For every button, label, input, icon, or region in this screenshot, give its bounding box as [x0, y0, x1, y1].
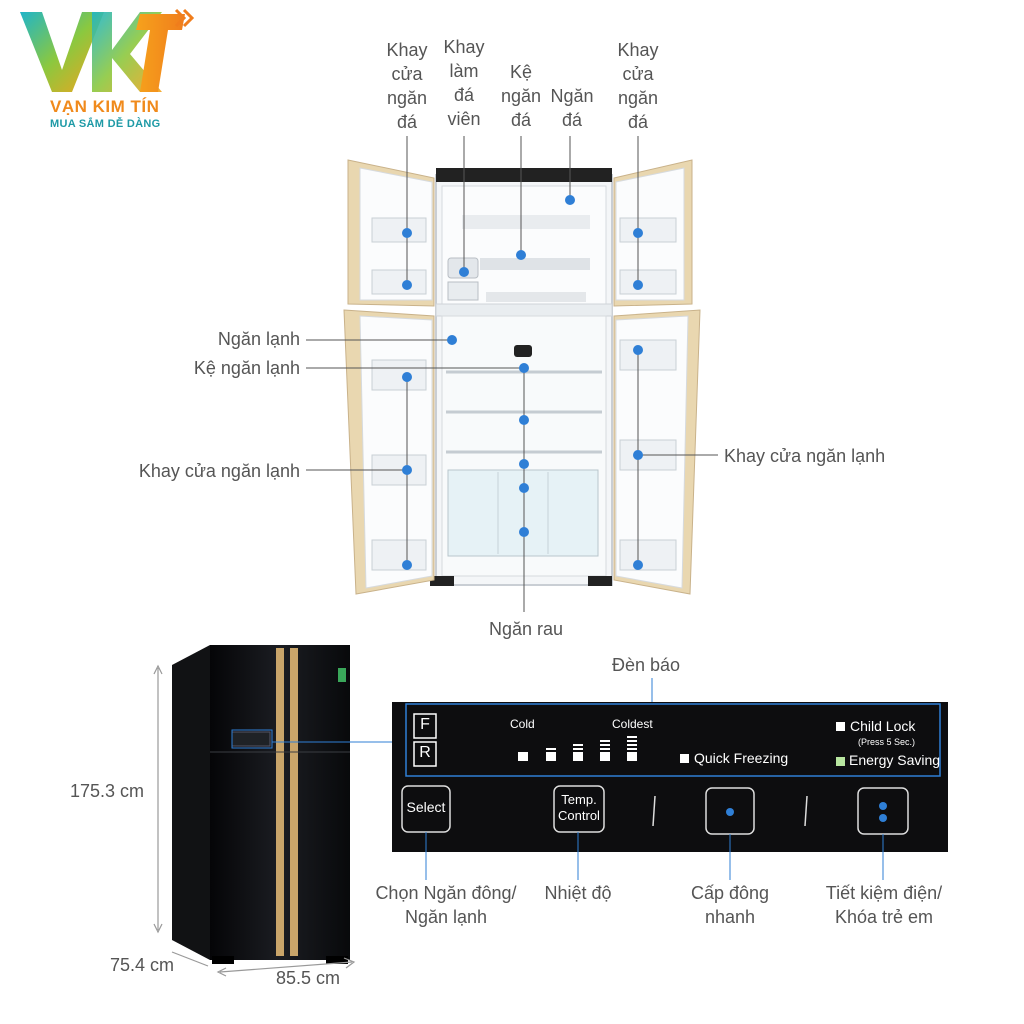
label-energy-child-lock: Tiết kiệm điện/ Khóa trẻ em: [825, 883, 943, 927]
brand-tagline: MUA SẮM DỄ DÀNG: [50, 118, 161, 130]
marker-dot: [633, 560, 643, 570]
marker-dot: [402, 465, 412, 475]
marker-dot: [402, 280, 412, 290]
label-fridge-door-tray-left: Khay cửa ngăn lạnh: [138, 461, 300, 481]
marker-dot: [633, 345, 643, 355]
marker-dot: [459, 267, 469, 277]
panel-quick-freezing-label: Quick Freezing: [694, 750, 789, 766]
marker-dot: [565, 195, 575, 205]
label-vegetable-drawer: Ngăn rau: [488, 619, 564, 639]
temp-control-line1: Temp.: [561, 792, 597, 807]
label-quick-freezing: Cấp đông nhanh: [690, 883, 770, 927]
panel-child-lock-label: Child Lock: [850, 718, 916, 734]
label-freezer-door-tray-right: Khay cửa ngăn đá: [617, 40, 659, 132]
label-fridge-door-tray-right: Khay cửa ngăn lạnh: [724, 446, 886, 466]
panel-fridge-indicator: R: [419, 744, 431, 761]
marker-dot: [516, 250, 526, 260]
marker-dot: [402, 560, 412, 570]
temp-control-line2: Control: [558, 808, 600, 823]
marker-dot: [633, 280, 643, 290]
brand-name: VẠN KIM TÍN: [50, 97, 160, 116]
temp-control-button[interactable]: Temp. Control: [554, 792, 604, 824]
panel-energy-saving-label: Energy Saving: [849, 752, 941, 768]
marker-dot: [402, 372, 412, 382]
dimension-height: 175.3 cm: [70, 781, 145, 801]
marker-dot: [447, 335, 457, 345]
marker-dot: [519, 527, 529, 537]
label-fridge: Ngăn lạnh: [217, 329, 300, 349]
panel-freezer-indicator: F: [420, 716, 430, 733]
panel-child-lock-note: (Press 5 Sec.): [858, 737, 916, 747]
marker-dot: [519, 415, 529, 425]
marker-dot: [519, 483, 529, 493]
label-freezer: Ngăn đá: [550, 86, 594, 130]
marker-dot: [633, 450, 643, 460]
label-freezer-door-tray-left: Khay cửa ngăn đá: [386, 40, 428, 132]
quick-freezing-button[interactable]: [706, 788, 754, 834]
panel-coldest-label: Coldest: [612, 717, 653, 731]
label-select-compartment: Chọn Ngăn đông/ Ngăn lạnh: [375, 883, 517, 927]
vkt-logo-icon: [20, 8, 195, 92]
dimension-depth: 75.4 cm: [110, 955, 175, 975]
marker-dot: [519, 363, 529, 373]
panel-cold-label: Cold: [510, 717, 535, 731]
label-ice-maker-tray: Khay làm đá viên: [443, 37, 485, 129]
label-temperature: Nhiệt độ: [544, 883, 612, 903]
marker-dot: [519, 459, 529, 469]
label-fridge-shelf: Kệ ngăn lạnh: [193, 358, 300, 378]
dimension-width: 85.5 cm: [276, 968, 341, 988]
marker-dot: [402, 228, 412, 238]
label-indicator: Đèn báo: [611, 655, 681, 675]
label-freezer-shelf: Kệ ngăn đá: [500, 62, 542, 130]
select-button[interactable]: Select: [406, 799, 446, 815]
marker-dot: [633, 228, 643, 238]
energy-saving-child-lock-button[interactable]: [858, 788, 908, 834]
